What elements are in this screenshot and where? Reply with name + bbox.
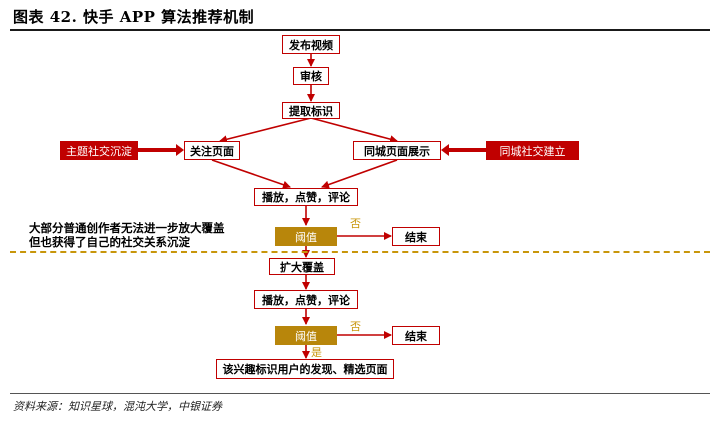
threshold-box-1: 阈值 <box>275 227 337 246</box>
yes-label-2: 是 <box>311 346 322 359</box>
arrowhead-topic-follow <box>176 144 184 156</box>
arrow-extract-follow <box>219 117 312 144</box>
arrowhead-citysocial-city <box>441 144 449 156</box>
end-box-2: 结束 <box>392 326 440 345</box>
source-note: 资料来源：知识星球，混沌大学，中银证券 <box>13 400 222 413</box>
final-page-box: 该兴趣标识用户的发现、精选页面 <box>216 359 394 379</box>
threshold-box-2: 阈值 <box>275 326 337 345</box>
title-divider <box>10 29 710 31</box>
publish-video-box: 发布视频 <box>282 35 340 54</box>
note-line-2: 但也获得了自己的社交关系沉淀 <box>29 235 190 249</box>
arrow-follow-engage <box>211 159 291 189</box>
arrow-city-engage <box>321 159 398 189</box>
review-box: 审核 <box>293 67 329 85</box>
no-label-1: 否 <box>350 217 361 230</box>
engage-box-2: 播放，点赞，评论 <box>254 290 358 309</box>
footer-divider <box>10 393 710 394</box>
city-social-box: 同城社交建立 <box>486 141 579 160</box>
topic-social-box: 主题社交沉淀 <box>60 141 138 160</box>
expand-coverage-box: 扩大覆盖 <box>269 258 335 275</box>
figure-title: 图表 42. 快手 APP 算法推荐机制 <box>13 8 255 26</box>
city-page-box: 同城页面展示 <box>353 141 441 160</box>
no-label-2: 否 <box>350 320 361 333</box>
note-line-1: 大部分普通创作者无法进一步放大覆盖 <box>29 221 225 235</box>
extract-tag-box: 提取标识 <box>282 102 340 119</box>
dashed-separator <box>10 251 710 253</box>
engage-box-1: 播放，点赞，评论 <box>254 188 358 206</box>
end-box-1: 结束 <box>392 227 440 246</box>
follow-page-box: 关注页面 <box>184 141 240 160</box>
arrow-extract-city <box>310 117 398 144</box>
